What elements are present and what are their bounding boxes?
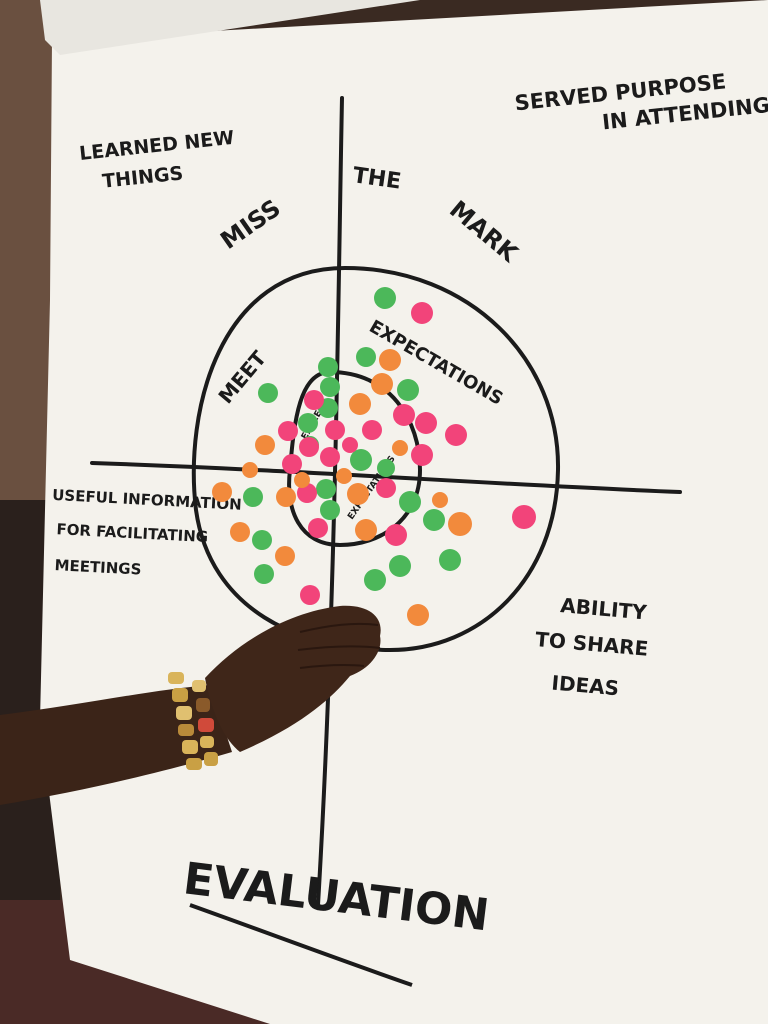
orange-sticker	[242, 462, 258, 478]
pink-sticker	[411, 444, 433, 466]
bead	[196, 698, 210, 712]
green-sticker	[298, 413, 318, 433]
pink-sticker	[393, 404, 415, 426]
pink-sticker	[325, 420, 345, 440]
orange-sticker	[379, 349, 401, 371]
orange-sticker	[336, 468, 352, 484]
bead	[172, 688, 188, 702]
bead	[192, 680, 206, 692]
horizontal-axis	[90, 461, 682, 494]
green-sticker	[258, 383, 278, 403]
green-sticker	[439, 549, 461, 571]
title-underline	[189, 903, 413, 987]
forearm	[0, 685, 232, 805]
orange-sticker	[371, 373, 393, 395]
green-sticker	[364, 569, 386, 591]
paper-top-roll	[40, 0, 420, 55]
bead	[186, 758, 202, 770]
pink-sticker	[299, 437, 319, 457]
pointing-hand	[0, 605, 381, 805]
green-sticker	[254, 564, 274, 584]
bead	[182, 740, 198, 754]
bead	[204, 752, 218, 766]
hand-palm	[205, 605, 381, 752]
bead	[200, 736, 214, 748]
green-sticker	[252, 530, 272, 550]
orange-sticker	[407, 604, 429, 626]
orange-sticker	[392, 440, 408, 456]
orange-sticker	[275, 546, 295, 566]
green-sticker	[320, 500, 340, 520]
orange-sticker	[255, 435, 275, 455]
bead	[178, 724, 194, 736]
pink-sticker	[300, 585, 320, 605]
pink-sticker	[445, 424, 467, 446]
pink-sticker	[320, 447, 340, 467]
pink-sticker	[308, 518, 328, 538]
pink-sticker	[304, 390, 324, 410]
pink-sticker	[342, 437, 358, 453]
orange-sticker	[294, 472, 310, 488]
beaded-bracelet	[168, 672, 218, 770]
green-sticker	[389, 555, 411, 577]
finger-lines	[297, 622, 381, 669]
green-sticker	[350, 449, 372, 471]
orange-sticker	[448, 512, 472, 536]
bead	[198, 718, 214, 732]
orange-sticker	[349, 393, 371, 415]
orange-sticker	[276, 487, 296, 507]
pink-sticker	[376, 478, 396, 498]
bead	[176, 706, 192, 720]
stickers	[212, 287, 536, 630]
pink-sticker	[415, 412, 437, 434]
pink-sticker	[385, 524, 407, 546]
paper-sheet	[40, 0, 768, 1024]
green-sticker	[374, 287, 396, 309]
green-sticker	[423, 509, 445, 531]
green-sticker	[377, 459, 395, 477]
pink-sticker	[512, 505, 536, 529]
pink-sticker	[278, 421, 298, 441]
pink-sticker	[411, 302, 433, 324]
green-sticker	[356, 347, 376, 367]
green-sticker	[320, 377, 340, 397]
green-sticker	[399, 491, 421, 513]
pink-sticker	[362, 420, 382, 440]
green-sticker	[316, 479, 336, 499]
orange-sticker	[355, 519, 377, 541]
bead	[168, 672, 184, 684]
green-sticker	[397, 379, 419, 401]
green-sticker	[318, 357, 338, 377]
pink-sticker	[282, 454, 302, 474]
orange-sticker	[230, 522, 250, 542]
outer-ring	[191, 265, 561, 653]
orange-sticker	[347, 483, 369, 505]
green-sticker	[243, 487, 263, 507]
orange-sticker	[212, 482, 232, 502]
orange-sticker	[432, 492, 448, 508]
